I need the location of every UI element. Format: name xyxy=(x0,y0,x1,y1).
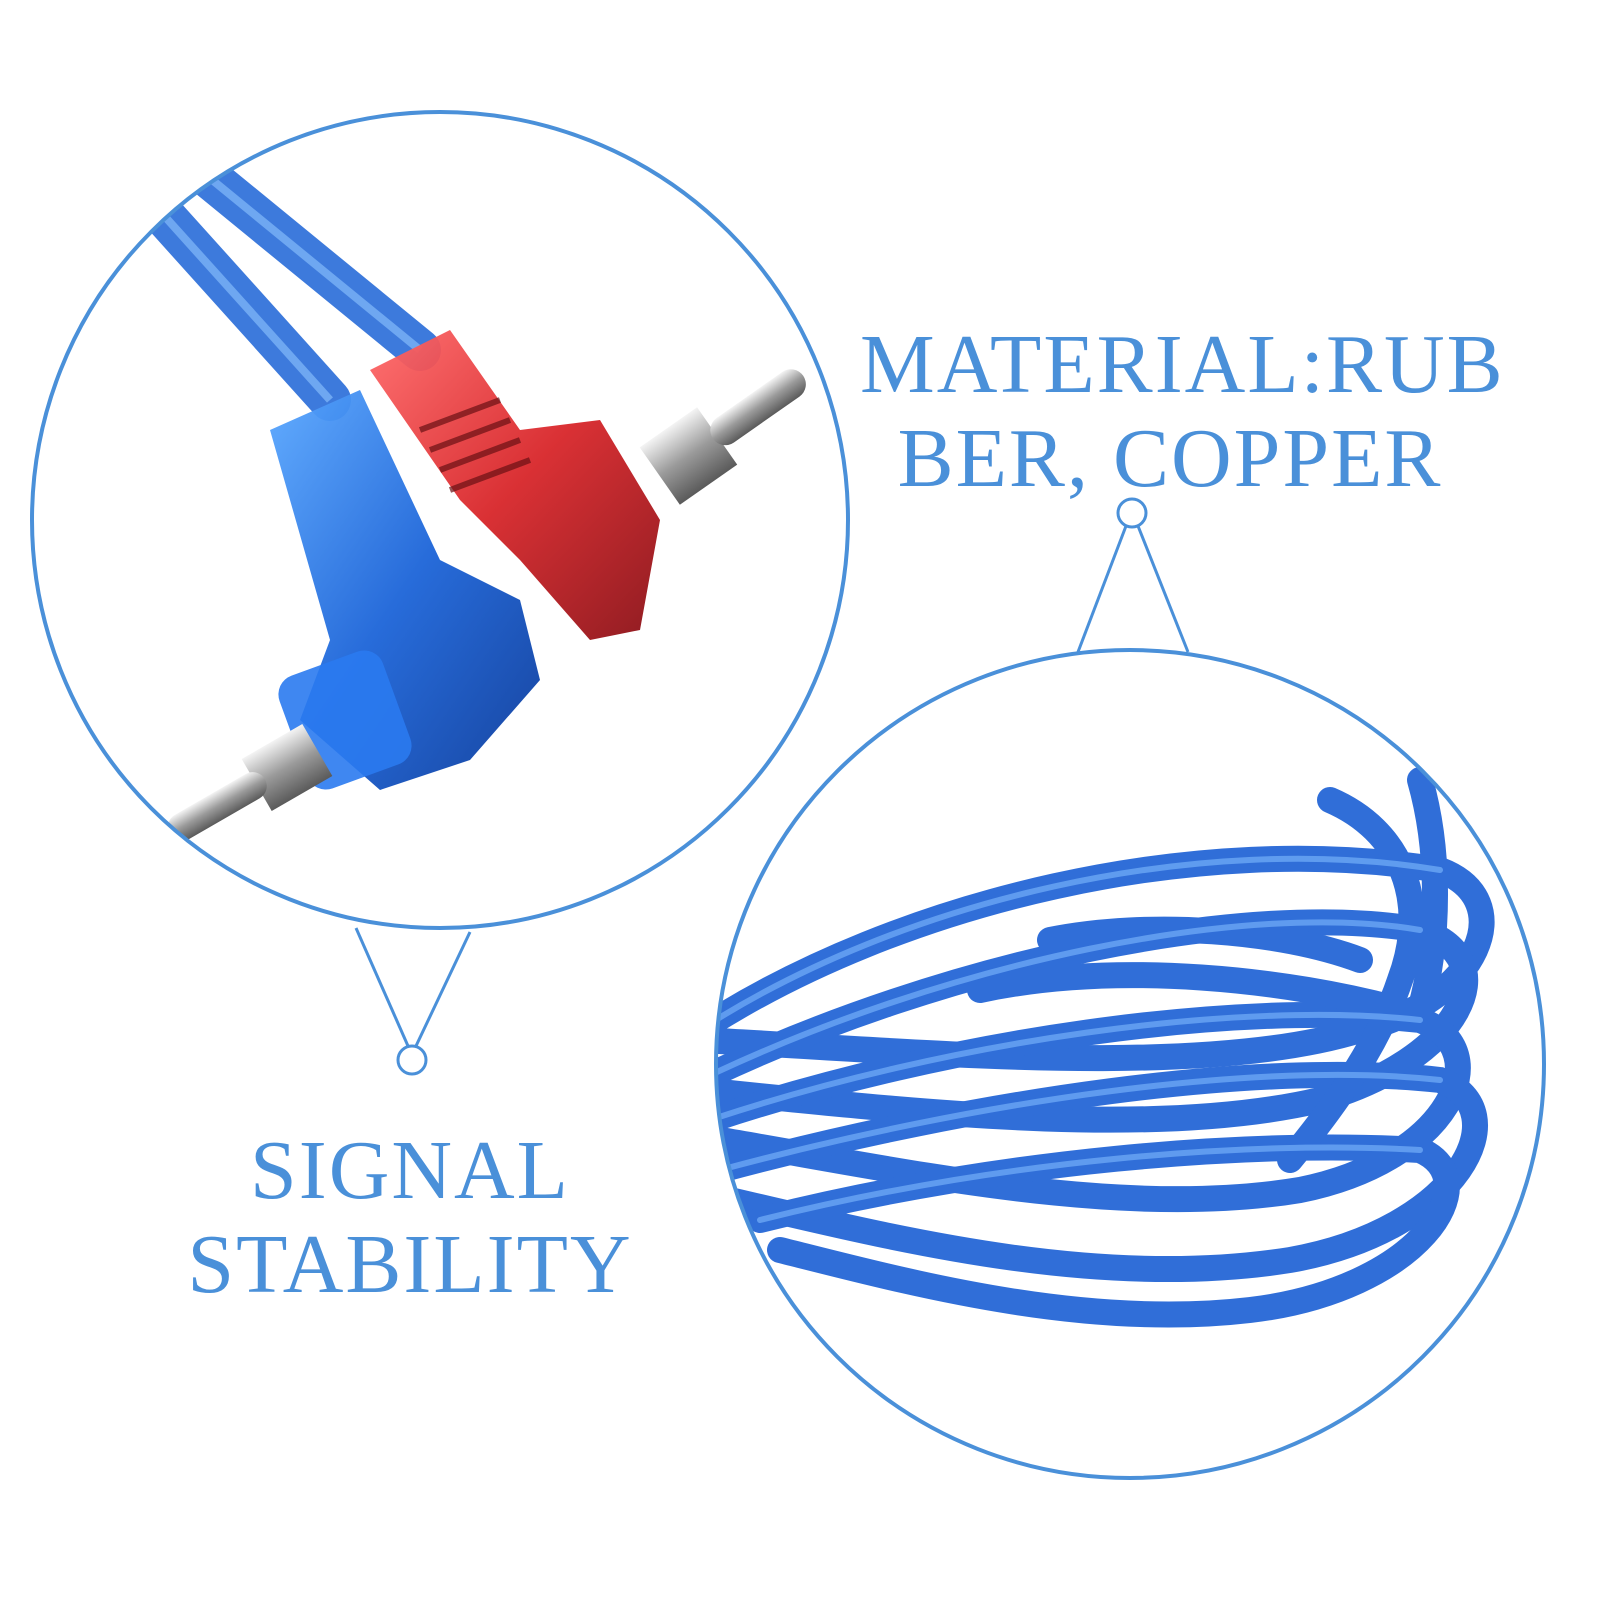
coiled-cable-image xyxy=(716,650,1544,1478)
signal-callout-pointer xyxy=(354,927,472,1076)
signal-caption: SIGNAL STABILITY xyxy=(140,1124,680,1312)
material-caption-line1: MATERIAL:RUB xyxy=(860,318,1505,411)
material-caption: MATERIAL:RUB BER, COPPER xyxy=(860,318,1505,506)
signal-caption-line1: SIGNAL xyxy=(250,1124,570,1217)
rca-connectors-image xyxy=(32,112,848,928)
signal-caption-line2: STABILITY xyxy=(187,1218,633,1312)
right-frame-circle xyxy=(714,648,1546,1480)
material-caption-line2: BER, COPPER xyxy=(897,412,1443,506)
left-frame-circle xyxy=(30,110,850,930)
material-callout-pointer xyxy=(1076,497,1190,653)
